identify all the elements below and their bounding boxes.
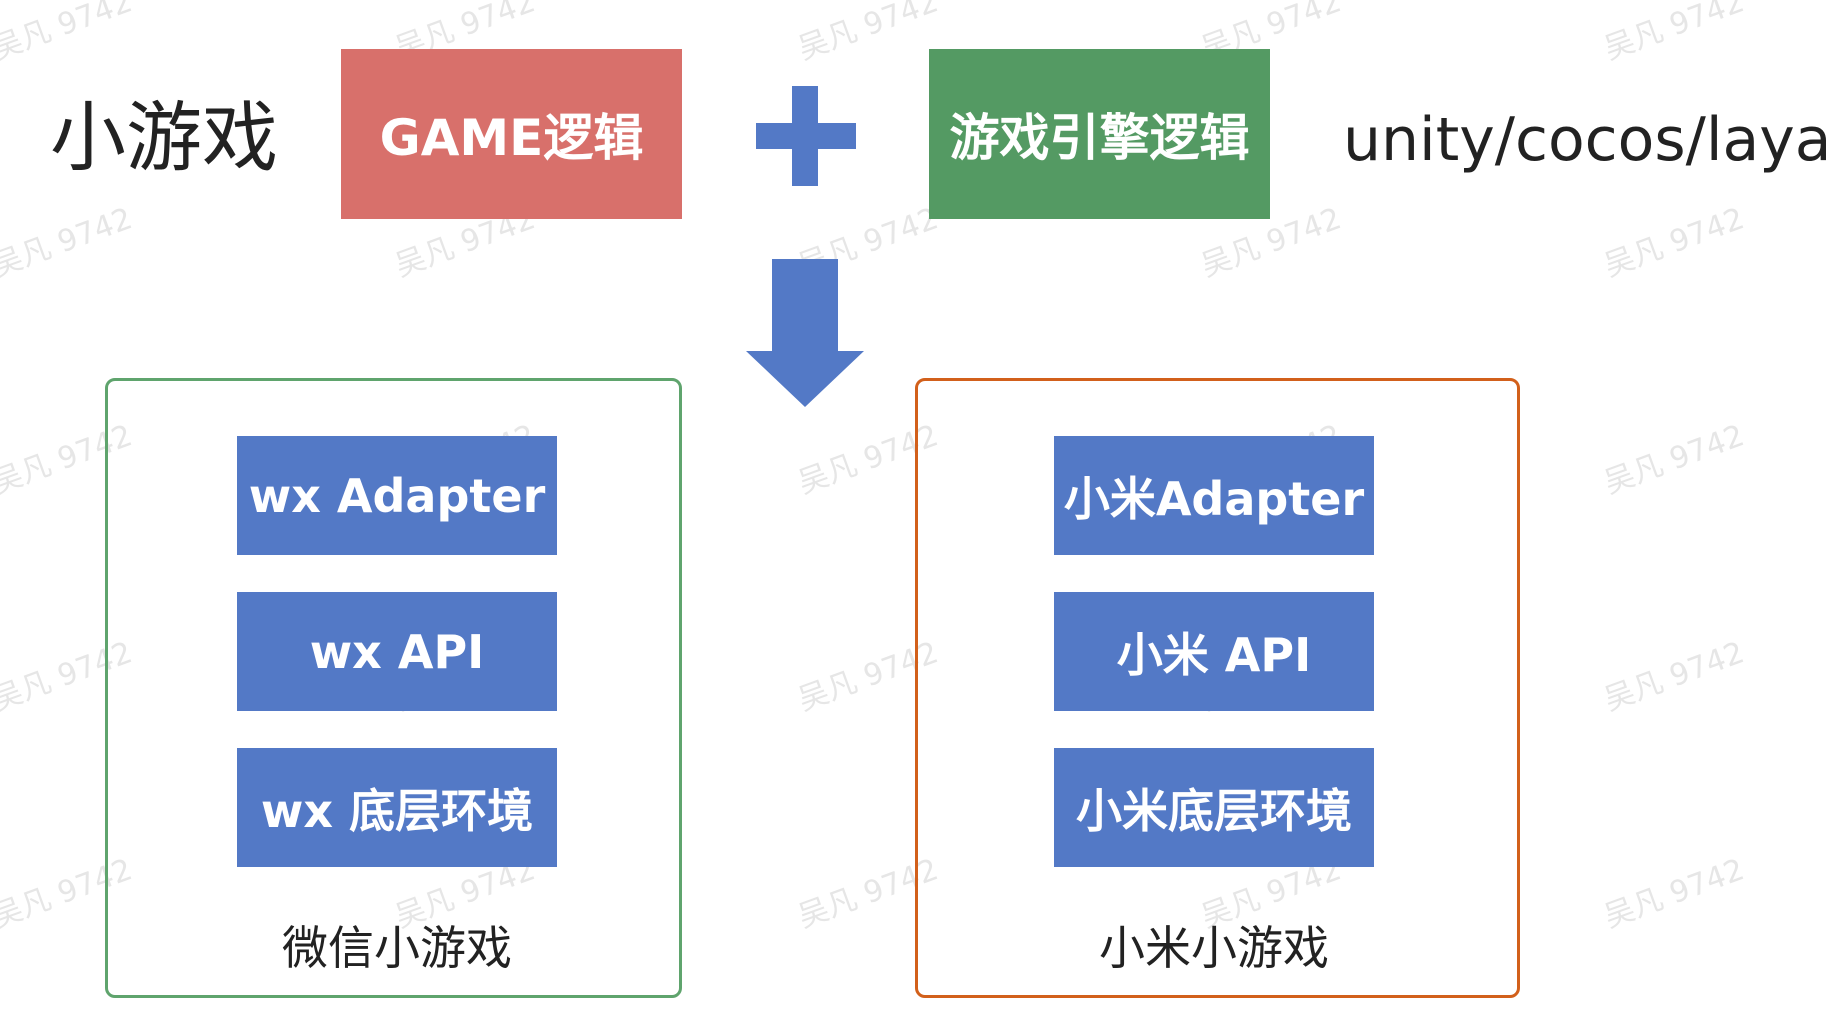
xiaomi-platform-label: 小米小游戏 xyxy=(1099,921,1329,975)
watermark-text: 吴凡 9742 xyxy=(0,0,137,68)
watermark-text: 吴凡 9742 xyxy=(1599,635,1749,719)
mi-adapter-box: 小米Adapter xyxy=(1054,436,1374,555)
watermark-text: 吴凡 9742 xyxy=(1599,418,1749,502)
mi-adapter-label: 小米Adapter xyxy=(1063,471,1365,526)
wx-env-box: wx 底层环境 xyxy=(237,748,557,867)
watermark-text: 吴凡 9742 xyxy=(793,0,943,68)
engine-logic-label: 游戏引擎逻辑 xyxy=(949,109,1250,167)
wx-adapter-label: wx Adapter xyxy=(248,468,546,523)
mini-game-title: 小游戏 xyxy=(50,93,278,182)
game-logic-box: GAME逻辑 xyxy=(341,49,682,219)
wechat-platform-frame xyxy=(105,378,682,998)
mi-api-box: 小米 API xyxy=(1054,592,1374,711)
watermark-text: 吴凡 9742 xyxy=(1599,852,1749,936)
mi-env-label: 小米底层环境 xyxy=(1076,783,1352,838)
wx-adapter-box: wx Adapter xyxy=(237,436,557,555)
watermark-text: 吴凡 9742 xyxy=(0,201,137,285)
wx-api-label: wx API xyxy=(309,624,485,679)
plus-icon xyxy=(792,86,818,186)
down-arrow-icon xyxy=(746,259,864,407)
watermark-text: 吴凡 9742 xyxy=(1599,201,1749,285)
wx-api-box: wx API xyxy=(237,592,557,711)
watermark-text: 吴凡 9742 xyxy=(1599,0,1749,68)
game-logic-label: GAME逻辑 xyxy=(379,109,644,167)
mi-api-label: 小米 API xyxy=(1116,627,1312,682)
wechat-platform-label: 微信小游戏 xyxy=(282,921,512,975)
mi-env-box: 小米底层环境 xyxy=(1054,748,1374,867)
xiaomi-platform-frame xyxy=(915,378,1520,998)
engine-logic-box: 游戏引擎逻辑 xyxy=(929,49,1270,219)
engines-label: unity/cocos/laya xyxy=(1343,105,1826,175)
wx-env-label: wx 底层环境 xyxy=(260,783,534,838)
